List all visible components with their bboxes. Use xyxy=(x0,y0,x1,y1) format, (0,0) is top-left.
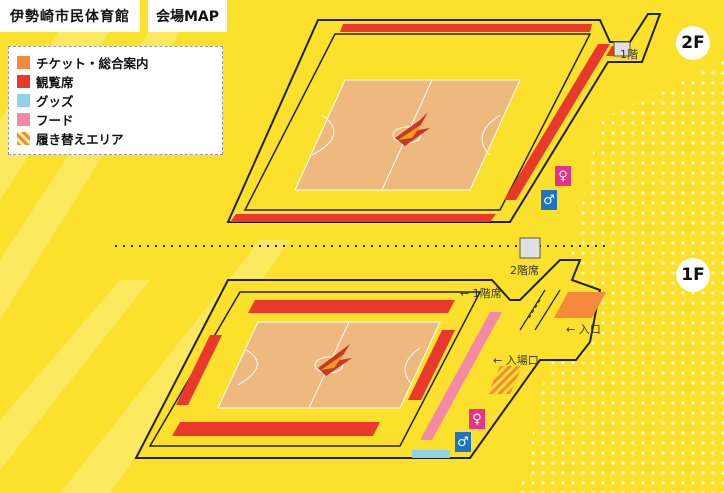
seat-1f-top xyxy=(248,300,455,313)
female-restroom-icon-1f: ♀ xyxy=(469,409,485,429)
legend-item-ticket: チケット・総合案内 xyxy=(17,53,214,72)
food-area xyxy=(420,312,502,440)
shoe-change-area xyxy=(488,366,522,394)
floor-badge-2f: 2F xyxy=(676,26,710,60)
legend-label: 履き替えエリア xyxy=(36,132,124,147)
team-logo-icon xyxy=(395,112,430,146)
legend-swatch-food xyxy=(17,113,30,126)
seat-1f-right xyxy=(408,330,455,400)
legend-item-seats: 観覧席 xyxy=(17,72,214,91)
dot-pattern-area xyxy=(520,60,724,493)
legend-swatch-shoe-change xyxy=(17,132,30,145)
legend-label: チケット・総合案内 xyxy=(36,56,149,71)
legend-label: 観覧席 xyxy=(36,75,74,90)
legend-swatch-seats xyxy=(17,75,30,88)
legend-label: フード xyxy=(36,113,74,128)
legend-item-goods: グッズ xyxy=(17,91,214,110)
floor-2f-inner xyxy=(243,33,592,211)
header: 伊勢崎市民体育館 会場MAP xyxy=(0,0,228,32)
floor-1f-plan xyxy=(134,237,606,459)
stairs-1f xyxy=(519,237,541,259)
male-restroom-icon: ♂ xyxy=(541,190,557,210)
female-restroom-icon: ♀ xyxy=(555,166,571,186)
legend-label: グッズ xyxy=(36,94,74,109)
seats-label-1f: ← 1階席 xyxy=(460,287,502,300)
male-restroom-icon-1f: ♂ xyxy=(455,432,471,452)
seat-2f-right xyxy=(504,44,610,200)
goods-area xyxy=(412,450,450,458)
stairs-label-2f: 1階 xyxy=(620,48,638,61)
legend-swatch-goods xyxy=(17,94,30,107)
venue-entrance-label: ← 入場口 xyxy=(493,354,539,367)
map-title: 会場MAP xyxy=(148,0,228,32)
entrance-label: ← 入口 xyxy=(566,323,601,336)
stairs-label-1f: 2階席 xyxy=(510,264,539,277)
seat-2f-top xyxy=(340,24,592,32)
seat-1f-bottom xyxy=(172,422,380,436)
stairs-2f xyxy=(613,41,631,57)
seat-1f-left xyxy=(176,335,222,405)
floor-2f-plan xyxy=(226,13,662,223)
legend-swatch-ticket xyxy=(17,56,30,69)
floor-badge-1f: 1F xyxy=(676,258,710,292)
legend-item-shoe-change: 履き替えエリア xyxy=(17,129,214,148)
legend-item-food: フード xyxy=(17,110,214,129)
team-logo-icon-1f xyxy=(318,344,352,376)
seat-2f-bottom xyxy=(230,214,496,222)
ticket-area xyxy=(554,292,606,318)
legend: チケット・総合案内 観覧席 グッズ フード 履き替えエリア xyxy=(8,46,223,155)
venue-name: 伊勢崎市民体育館 xyxy=(0,0,140,32)
floor-1f-inner xyxy=(148,291,482,447)
